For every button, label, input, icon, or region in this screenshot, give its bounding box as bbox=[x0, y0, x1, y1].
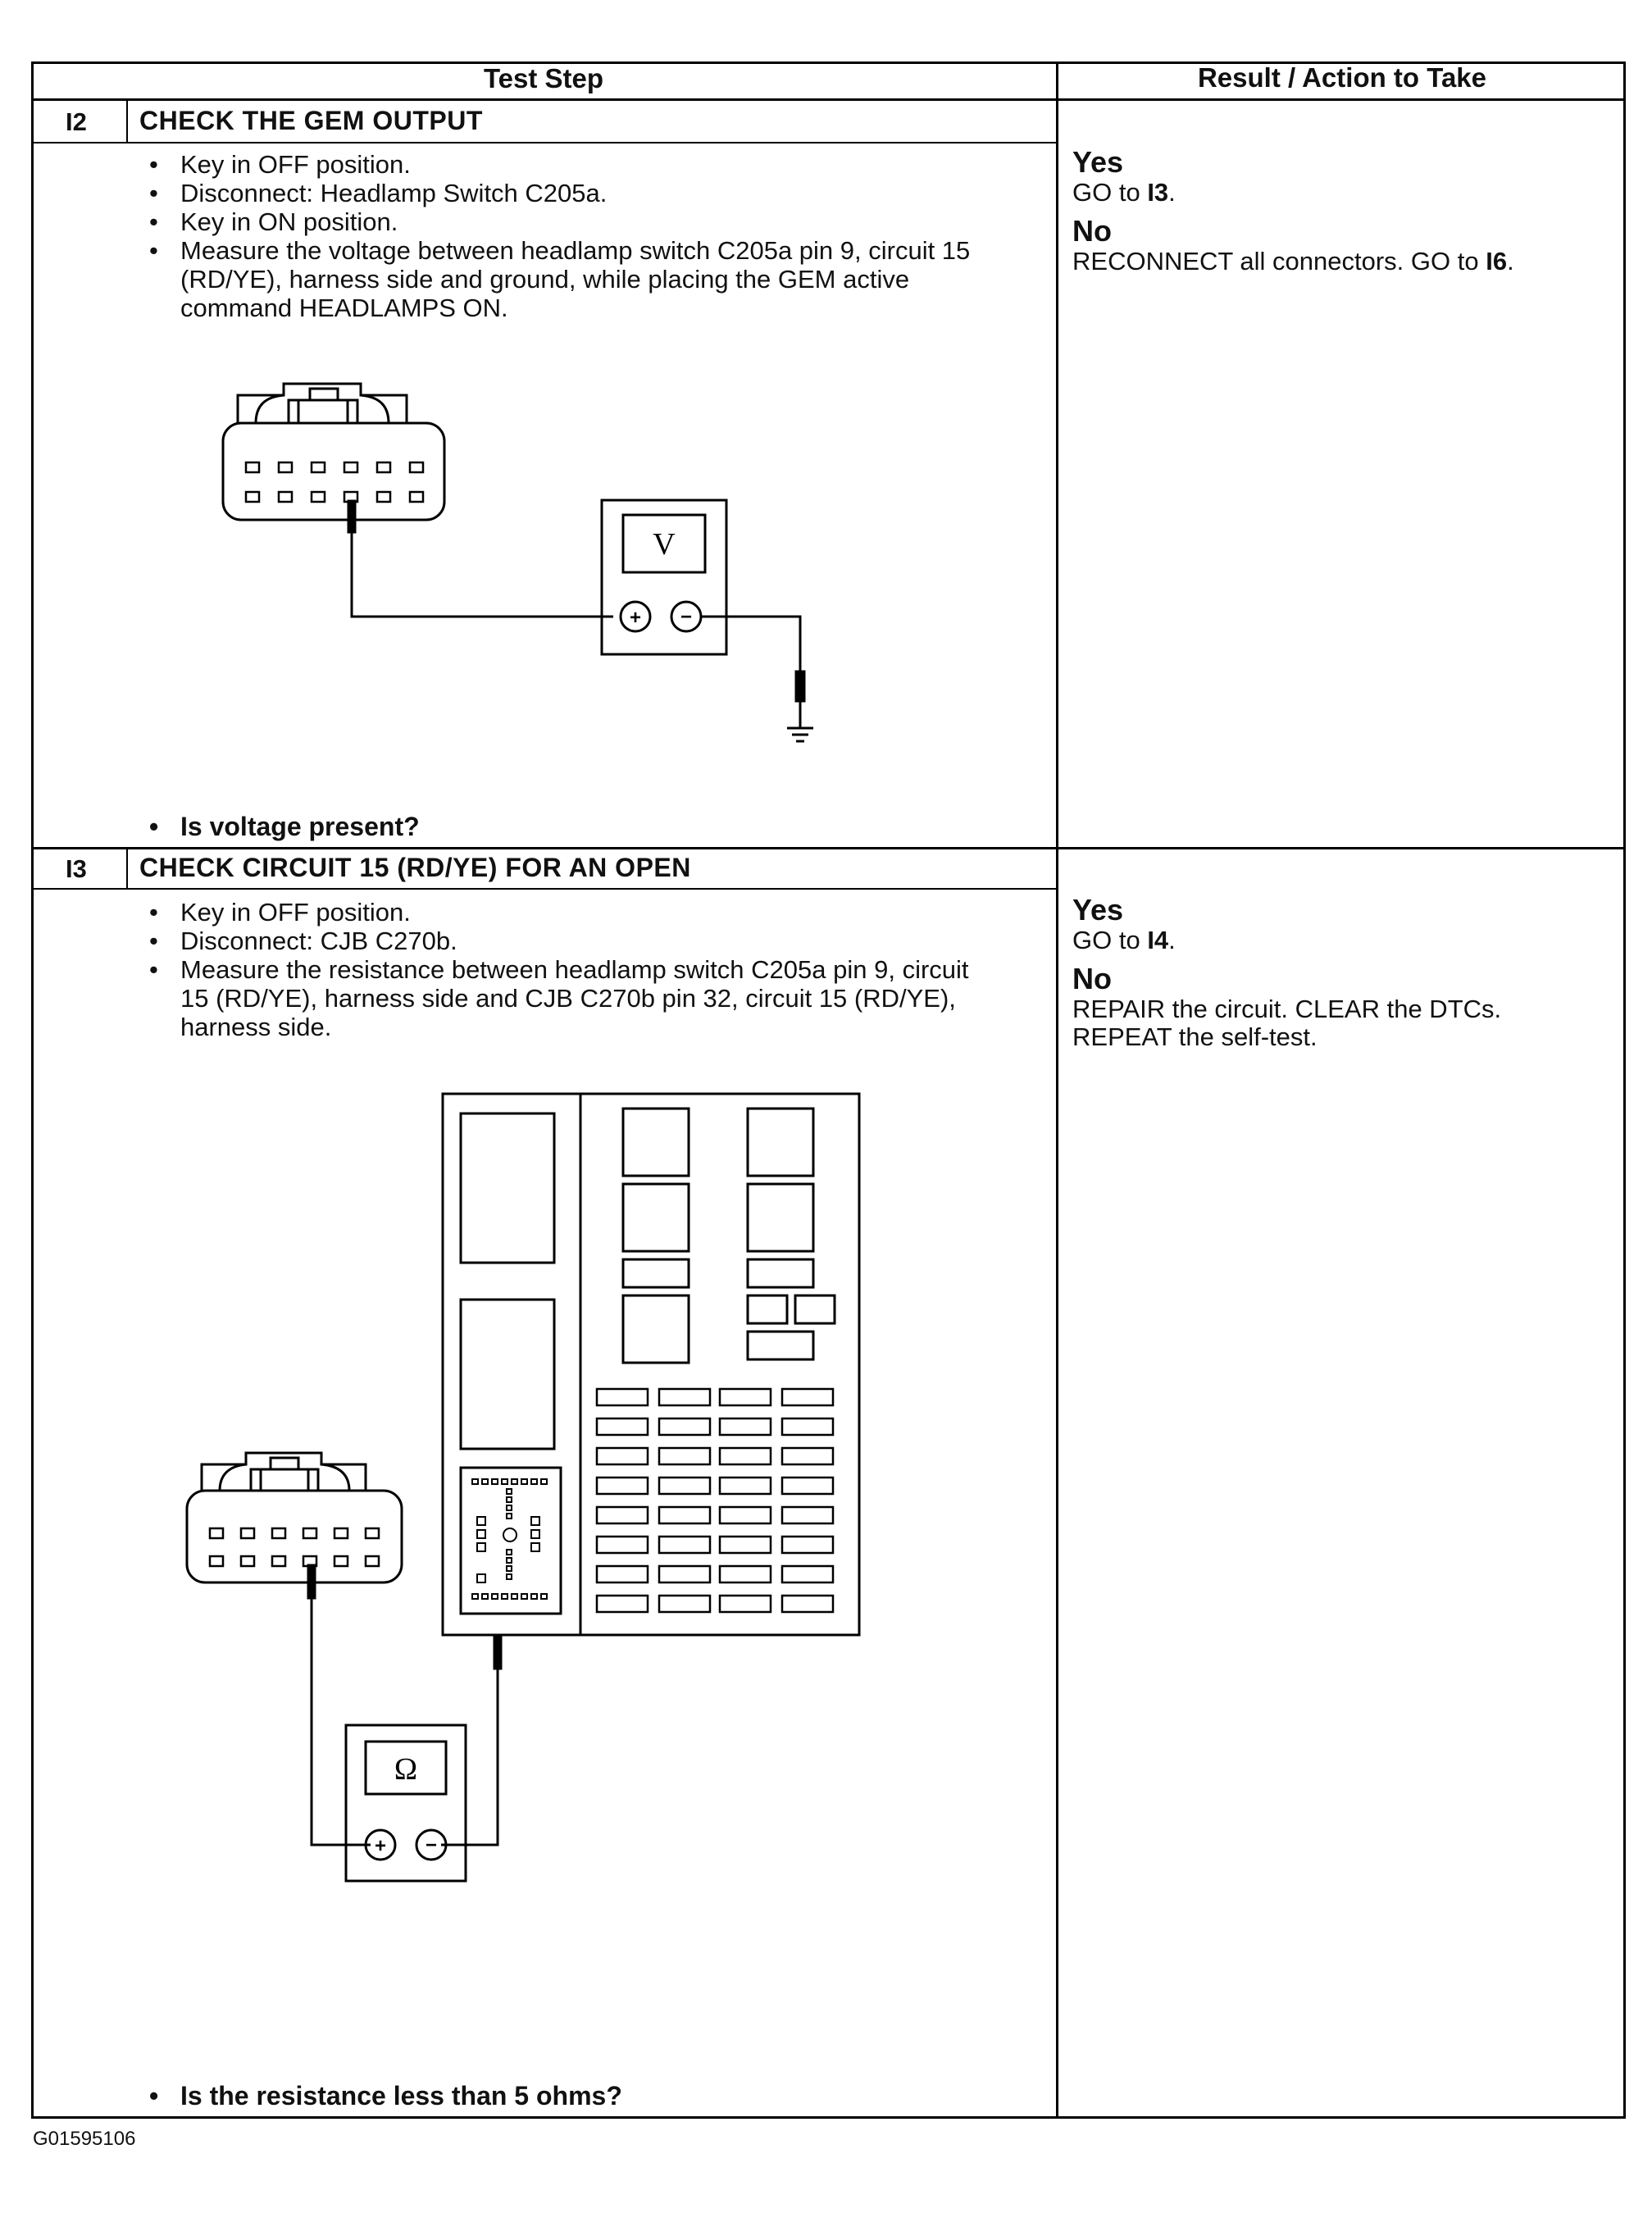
connector-pins bbox=[208, 1527, 380, 1568]
step-i2-title-rule bbox=[31, 142, 1058, 143]
step-i2-result: Yes GO to I3. No RECONNECT all connector… bbox=[1072, 146, 1597, 284]
no-action-target-link[interactable]: I6 bbox=[1486, 247, 1508, 275]
no-label: No bbox=[1072, 962, 1112, 995]
no-action-suffix: . bbox=[1507, 247, 1514, 275]
test-probe-positive bbox=[307, 1564, 371, 1846]
instruction-item: Key in OFF position. bbox=[138, 150, 1007, 179]
no-action-line: REPEAT the self-test. bbox=[1072, 1022, 1318, 1051]
central-junction-box bbox=[441, 1092, 861, 1637]
figure-code: G01595106 bbox=[33, 2128, 136, 2150]
instruction-item: Disconnect: CJB C270b. bbox=[138, 927, 1007, 955]
instruction-item: Key in ON position. bbox=[138, 207, 1007, 236]
voltmeter-symbol: V bbox=[653, 527, 676, 562]
step-i2-voltmeter-diagram: V + − bbox=[221, 382, 813, 743]
test-probe-positive bbox=[347, 499, 613, 618]
step-i3-id-divider bbox=[126, 849, 128, 890]
yes-label: Yes bbox=[1072, 145, 1124, 179]
step-i3-instructions: Key in OFF position. Disconnect: CJB C27… bbox=[138, 898, 1007, 1041]
headlamp-switch-connector bbox=[221, 382, 446, 521]
ground-icon bbox=[787, 702, 813, 743]
step-i3-question: Is the resistance less than 5 ohms? bbox=[138, 2081, 622, 2111]
no-label: No bbox=[1072, 214, 1112, 248]
yes-action-target-link[interactable]: I4 bbox=[1147, 926, 1169, 954]
ohmmeter-symbol: Ω bbox=[394, 1752, 417, 1787]
yes-action: GO to I3. bbox=[1072, 179, 1597, 207]
plus-terminal: + bbox=[375, 1835, 386, 1857]
no-action: RECONNECT all connectors. GO to I6. bbox=[1072, 248, 1597, 275]
yes-label: Yes bbox=[1072, 893, 1124, 927]
column-divider bbox=[1056, 61, 1058, 2119]
yes-action-suffix: . bbox=[1168, 926, 1176, 954]
yes-action-text: GO to bbox=[1072, 926, 1148, 954]
voltmeter bbox=[600, 499, 728, 656]
no-action-text: RECONNECT all connectors. GO to bbox=[1072, 247, 1486, 275]
header-rule bbox=[31, 98, 1626, 101]
step-i2-number: I2 bbox=[66, 107, 87, 136]
no-action-line: REPAIR the circuit. CLEAR the DTCs. bbox=[1072, 995, 1502, 1023]
test-probe-negative bbox=[441, 1634, 503, 1846]
minus-terminal: − bbox=[426, 1834, 437, 1856]
ohmmeter bbox=[344, 1723, 467, 1883]
yes-action-target-link[interactable]: I3 bbox=[1147, 178, 1169, 207]
step-i2-title: CHECK THE GEM OUTPUT bbox=[139, 106, 483, 135]
instruction-item: Disconnect: Headlamp Switch C205a. bbox=[138, 179, 1007, 207]
step-i3-ohmmeter-diagram: Ω + − bbox=[185, 1092, 861, 1883]
step-i2-instructions: Key in OFF position. Disconnect: Headlam… bbox=[138, 150, 1007, 322]
minus-terminal: − bbox=[680, 606, 692, 628]
connector-pins bbox=[244, 461, 425, 503]
instruction-item: Measure the voltage between headlamp swi… bbox=[138, 236, 1007, 322]
yes-action-text: GO to bbox=[1072, 178, 1148, 207]
step-separator bbox=[31, 847, 1626, 849]
step-i3-title: CHECK CIRCUIT 15 (RD/YE) FOR AN OPEN bbox=[139, 853, 691, 882]
step-i3-title-rule bbox=[31, 888, 1058, 890]
headlamp-switch-connector bbox=[185, 1451, 403, 1584]
step-i3-result: Yes GO to I4. No REPAIR the circuit. CLE… bbox=[1072, 894, 1597, 1051]
step-i2-id-divider bbox=[126, 101, 128, 143]
yes-action: GO to I4. bbox=[1072, 927, 1597, 954]
yes-action-suffix: . bbox=[1168, 178, 1176, 207]
step-i3-number: I3 bbox=[66, 854, 87, 883]
cjb-fuse-grid bbox=[595, 1387, 835, 1614]
plus-terminal: + bbox=[630, 607, 641, 629]
instruction-item: Key in OFF position. bbox=[138, 898, 1007, 927]
header-test-step: Test Step bbox=[483, 63, 604, 93]
step-i2-question: Is voltage present? bbox=[138, 812, 420, 842]
test-table bbox=[31, 61, 1626, 2119]
instruction-item: Measure the resistance between headlamp … bbox=[138, 955, 1007, 1041]
cjb-c270b-connector bbox=[471, 1478, 548, 1600]
ground-lead bbox=[701, 615, 806, 703]
header-result-action: Result / Action to Take bbox=[1197, 62, 1487, 93]
